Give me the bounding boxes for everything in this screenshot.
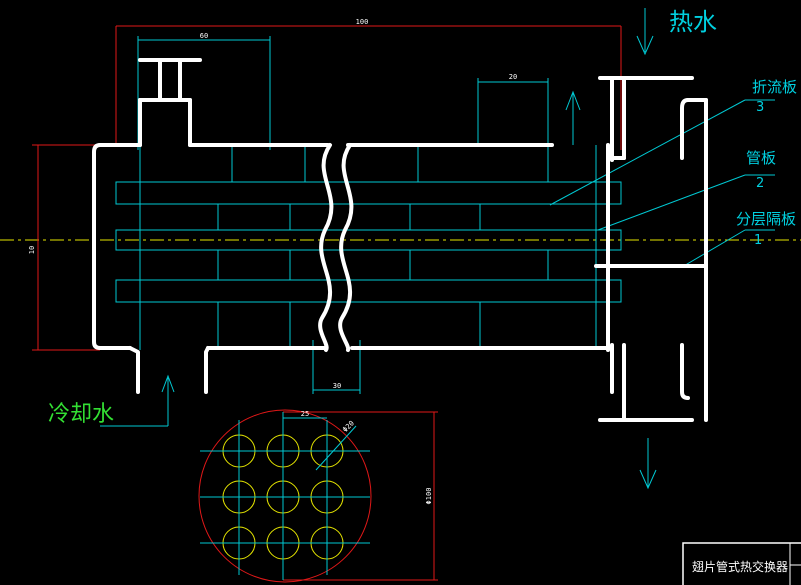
dim-shell-height: 10 — [28, 246, 36, 254]
label-baffle: 折流板 — [752, 78, 797, 96]
dim-nozzle-spacing: 60 — [200, 32, 208, 40]
dim-end-dia: Φ100 — [425, 488, 433, 505]
dim-break-width: 30 — [333, 382, 341, 390]
dim-top-right: 20 — [509, 73, 517, 81]
dim-tube-dia: Φ20 — [341, 419, 356, 434]
dim-overall-length: 100 — [356, 18, 369, 26]
label-baffle-no: 3 — [756, 100, 764, 115]
label-tube-plate-no: 2 — [756, 176, 764, 191]
label-partition: 分层隔板 — [736, 210, 796, 228]
label-hot-water: 热水 — [669, 8, 717, 36]
tube-bundle — [100, 8, 775, 490]
end-view-tubes — [200, 412, 370, 580]
dim-tube-pitch: 25 — [301, 410, 309, 418]
label-cold-water: 冷却水 — [48, 402, 114, 427]
title-block-text: 翅片管式热交换器 — [692, 559, 788, 574]
dimension-lines — [32, 25, 622, 583]
title-block — [682, 542, 801, 585]
label-tube-plate: 管板 — [746, 149, 776, 167]
shell-outline — [92, 58, 708, 422]
label-partition-no: 1 — [754, 233, 762, 248]
